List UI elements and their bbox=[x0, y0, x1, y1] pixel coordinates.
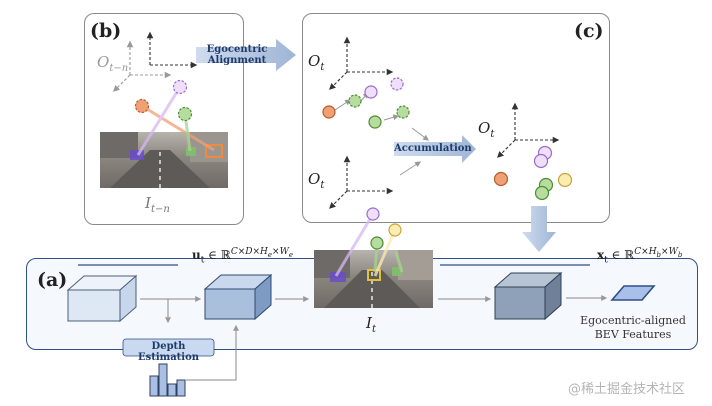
points-b bbox=[134, 79, 193, 122]
panel-c bbox=[302, 13, 610, 223]
depth-estimation-label: Depth Estimation bbox=[137, 341, 200, 363]
motion-arrows-c bbox=[334, 92, 429, 176]
camera-image-t-minus-n bbox=[100, 132, 228, 188]
watermark: @稀土掘金技术社区 bbox=[568, 382, 686, 397]
bev-features-caption: Egocentric-aligned BEV Features bbox=[580, 314, 686, 341]
camera-image-t bbox=[314, 250, 433, 308]
frame-axes-c bbox=[329, 36, 560, 209]
pipeline-arrows bbox=[140, 295, 608, 381]
accumulation-arrow bbox=[394, 135, 476, 163]
image-feature-cube bbox=[66, 274, 138, 323]
points-c-accumulated bbox=[493, 145, 573, 201]
panel-a-tag: (a) bbox=[37, 269, 68, 291]
bev-feature-plane bbox=[610, 285, 656, 301]
points-a bbox=[366, 207, 402, 250]
frame-label-t-minus-n: Ot−n bbox=[97, 53, 129, 74]
image-label-t-minus-n: It−n bbox=[145, 194, 170, 215]
accumulation-label: Accumulation bbox=[394, 143, 472, 154]
projection-lines-a bbox=[334, 213, 404, 277]
frame-label-c-bottom: Ot bbox=[308, 170, 325, 191]
frustum-feature-cube bbox=[203, 273, 273, 321]
bev-voxel-cube bbox=[493, 271, 563, 321]
frame-axes-b bbox=[146, 31, 198, 69]
panel-b-tag: (b) bbox=[90, 20, 122, 42]
depth-histogram-icon bbox=[149, 363, 186, 397]
egocentric-alignment-label: Egocentric Alignment bbox=[206, 44, 268, 66]
points-c-previous bbox=[322, 77, 410, 129]
frame-label-c-right: Ot bbox=[478, 119, 495, 140]
depth-estimation-box bbox=[122, 338, 215, 357]
panel-c-tag: (c) bbox=[574, 20, 604, 42]
egocentric-alignment-arrow bbox=[196, 39, 296, 71]
frame-axes-t-minus-n bbox=[113, 40, 172, 92]
image-label-t: It bbox=[366, 314, 376, 335]
frame-label-c-top: Ot bbox=[308, 52, 325, 73]
x-formula: xt ∈ ℝC×Hb×Wb bbox=[597, 247, 683, 266]
feature-flow-down-arrow bbox=[522, 206, 556, 252]
u-formula: ut ∈ ℝC×D×He×We bbox=[192, 247, 293, 266]
